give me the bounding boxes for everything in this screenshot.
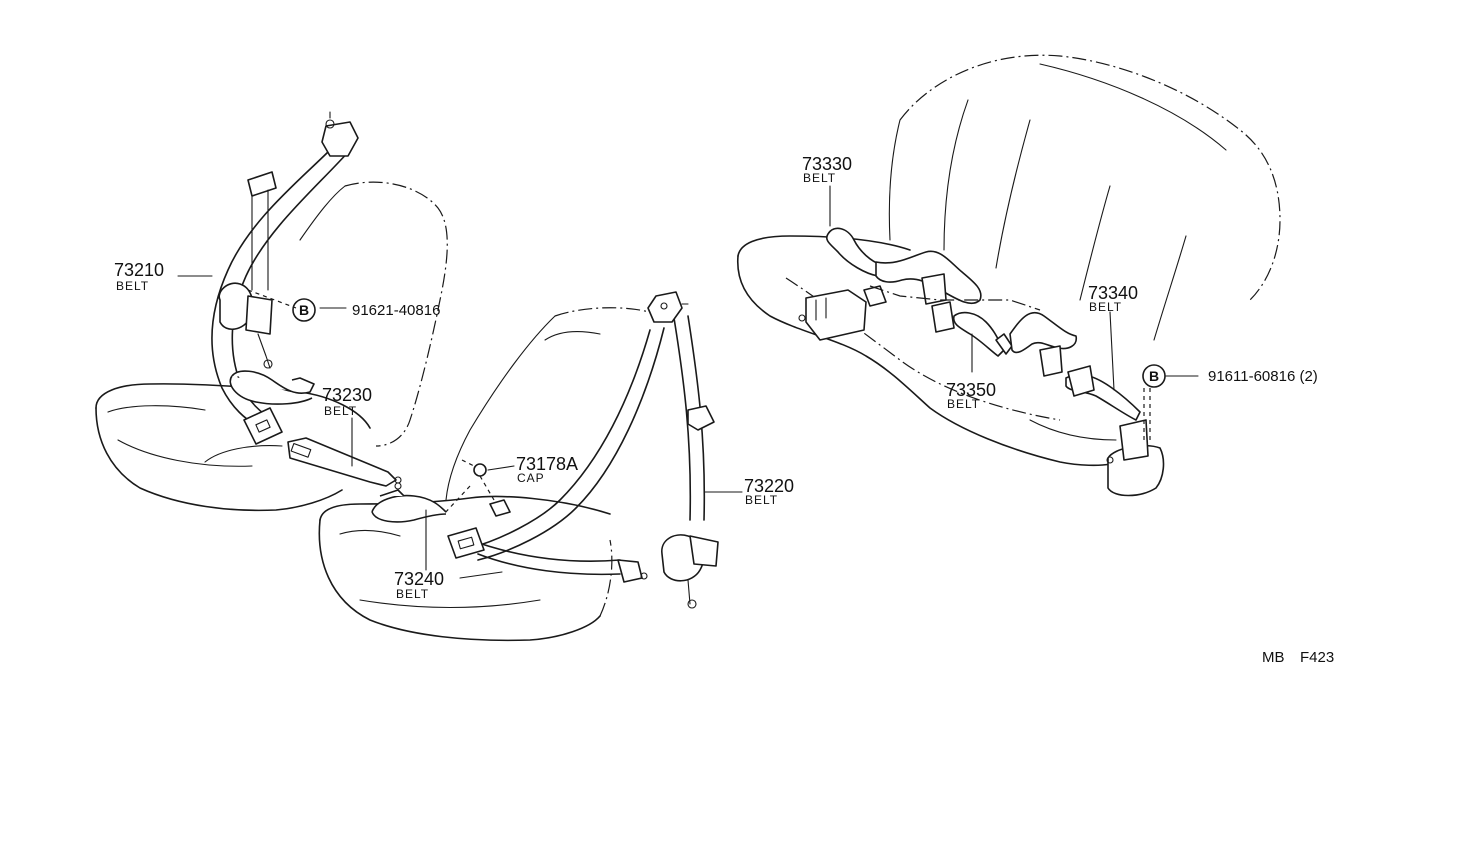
leader-lines xyxy=(177,185,1199,579)
callout-73178A: 73178A CAP xyxy=(516,454,578,485)
bolt-marker-circle xyxy=(292,298,316,322)
callout-73350: 73350 BELT xyxy=(946,380,996,411)
bolt-marker-letter: B xyxy=(1149,368,1159,384)
part-name-73330: BELT xyxy=(803,171,836,185)
part-name-73240: BELT xyxy=(396,587,429,601)
part-number-73210: 73210 xyxy=(114,260,164,280)
callout-73340: 73340 BELT xyxy=(1088,283,1138,314)
part-number-73220: 73220 xyxy=(744,476,794,496)
callout-73330: 73330 BELT xyxy=(802,154,852,185)
part-name-73340: BELT xyxy=(1089,300,1122,314)
part-name-73230: BELT xyxy=(324,404,357,418)
bolt-part-number: 91611-60816 (2) xyxy=(1208,368,1318,385)
part-name-73350: BELT xyxy=(947,397,980,411)
part-name-73178A: CAP xyxy=(517,471,545,485)
part-number-73230: 73230 xyxy=(322,385,372,405)
callout-73240: 73240 BELT xyxy=(394,569,444,601)
part-name-73210: BELT xyxy=(116,279,149,293)
part-number-73330: 73330 xyxy=(802,154,852,174)
part-number-73350: 73350 xyxy=(946,380,996,400)
part-number-73178A: 73178A xyxy=(516,454,578,474)
callout-bolt-91611: B 91611-60816 (2) xyxy=(1142,364,1318,388)
figure-code-left: MB xyxy=(1262,649,1285,666)
part-name-73220: BELT xyxy=(745,493,778,507)
callout-73220: 73220 BELT xyxy=(744,476,794,507)
right-front-seat-drawing xyxy=(318,291,719,642)
callout-bolt-91621: B 91621-40816 xyxy=(292,298,440,322)
left-front-seat-drawing xyxy=(95,111,448,512)
part-number-73240: 73240 xyxy=(394,569,444,589)
figure-code: MB F423 xyxy=(1262,649,1334,666)
part-number-73340: 73340 xyxy=(1088,283,1138,303)
bolt-part-number: 91621-40816 xyxy=(352,302,440,319)
callout-73210: 73210 BELT xyxy=(114,260,164,293)
callout-73230: 73230 BELT xyxy=(322,385,372,418)
rear-seat-drawing xyxy=(736,54,1281,497)
bolt-marker-circle xyxy=(1142,364,1166,388)
bolt-marker-letter: B xyxy=(299,302,309,318)
figure-code-right: F423 xyxy=(1300,649,1334,666)
